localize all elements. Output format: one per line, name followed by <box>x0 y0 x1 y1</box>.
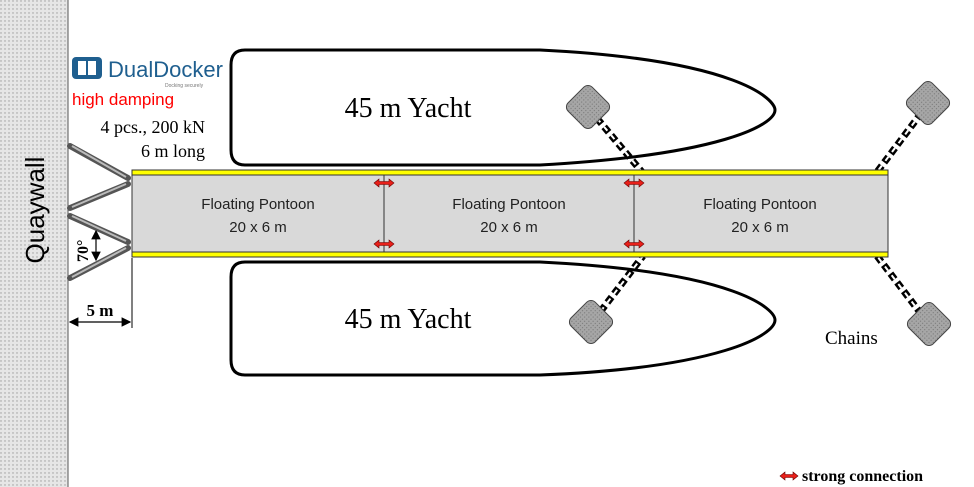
yacht-label: 45 m Yacht <box>345 93 472 124</box>
anchor-block-icon <box>568 299 614 345</box>
legend: strong connection <box>779 468 923 485</box>
pontoon-title: Floating Pontoon <box>201 196 314 213</box>
pontoon-size: 20 x 6 m <box>731 219 789 236</box>
brand-name: DualDocker <box>108 57 223 82</box>
damper-spec-length: 6 m long <box>141 141 205 161</box>
double-arrow-icon <box>623 178 645 188</box>
double-arrow-icon <box>373 239 395 249</box>
chains-label: Chains <box>825 328 878 349</box>
yacht-bottom: 45 m Yacht <box>229 260 777 377</box>
pontoon-title: Floating Pontoon <box>452 196 565 213</box>
legend-strong-connection: strong connection <box>802 468 923 485</box>
quaywall-label: Quaywall <box>20 157 50 264</box>
pontoon-size: 20 x 6 m <box>480 219 538 236</box>
damper-distance: 5 m <box>87 301 114 320</box>
strong-connection-arrows <box>373 178 645 249</box>
dampers-highlight <box>71 145 127 278</box>
dualdocker-logo: DualDocker Docking securely <box>72 57 223 89</box>
quaywall: Quaywall <box>0 0 69 487</box>
anchor-block-icon <box>906 301 952 347</box>
pontoon-1: Floating Pontoon 20 x 6 m <box>201 196 314 236</box>
anchor-blocks <box>565 80 952 347</box>
damper-spec-count: 4 pcs., 200 kN <box>101 117 206 137</box>
double-arrow-icon <box>779 471 799 481</box>
brand-tagline: Docking securely <box>165 83 204 89</box>
yacht-top: 45 m Yacht <box>229 48 777 167</box>
pontoon-2: Floating Pontoon 20 x 6 m <box>452 196 565 236</box>
damper-angle: 70° <box>75 240 92 262</box>
pontoon-title: Floating Pontoon <box>703 196 816 213</box>
pontoon-size: 20 x 6 m <box>229 219 287 236</box>
double-arrow-icon <box>373 178 395 188</box>
damping-note: high damping <box>72 90 174 109</box>
double-arrow-icon <box>623 239 645 249</box>
yacht-label: 45 m Yacht <box>345 304 472 335</box>
anchor-block-icon <box>565 84 611 130</box>
pontoon-3: Floating Pontoon 20 x 6 m <box>703 196 816 236</box>
pontoon-chain <box>131 169 889 258</box>
anchor-block-icon <box>905 80 951 126</box>
